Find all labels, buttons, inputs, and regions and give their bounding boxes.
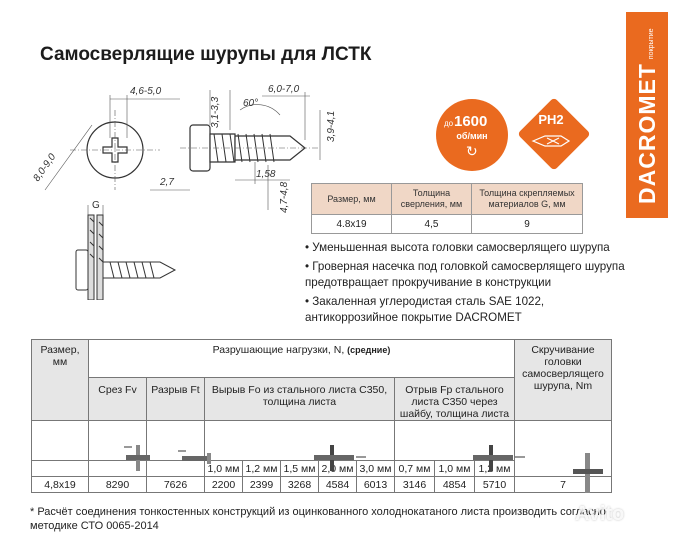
- pullout-diagram-icon: [204, 420, 395, 471]
- pullthrough-diagram-icon: [394, 420, 525, 471]
- pullout-thick: 1,5 мм: [280, 460, 319, 477]
- row-pullout: 2399: [242, 476, 281, 493]
- screw-drawing: 4,6-5,0 8,0-9,0 3,1-3,3 60° 6,0-7,0 3,9-…: [31, 84, 337, 300]
- header-shear: Срез Fv: [88, 377, 147, 421]
- dim-core: 4,7-4,8: [279, 181, 290, 213]
- spec-header-material: Толщина скрепляемых материалов G, мм: [471, 183, 583, 215]
- pullthrough-thick: 1,0 мм: [434, 460, 475, 477]
- pullout-thick: 3,0 мм: [356, 460, 395, 477]
- header-loads-text: Разрушающие нагрузки, N,: [212, 344, 348, 356]
- spec-cell-material: 9: [471, 214, 583, 234]
- pullout-thick: 1,2 мм: [242, 460, 281, 477]
- header-loads-note: (средние): [347, 345, 391, 355]
- dim-angle: 60°: [243, 98, 258, 109]
- label-g: G: [92, 200, 100, 211]
- rotation-icon: ↻: [466, 143, 478, 159]
- screwdriver-bit-icon: [531, 135, 571, 147]
- dim-head-h: 3,1-3,3: [210, 96, 221, 128]
- dim-thread: 3,9-4,1: [326, 111, 337, 142]
- spec-cell-size: 4.8x19: [311, 214, 392, 234]
- pullthrough-thick: 1,2 мм: [474, 460, 515, 477]
- speed-value: 1600: [454, 113, 488, 130]
- dim-pitch: 1,58: [256, 169, 276, 180]
- assembly-icon: [75, 214, 177, 300]
- dim-total: 6,0-7,0: [268, 84, 300, 95]
- footnote: * Расчёт соединения тонкостенных констру…: [30, 506, 606, 532]
- row-size: 4,8x19: [31, 476, 89, 493]
- bit-badge: PH2: [515, 99, 587, 171]
- row-pullout: 6013: [356, 476, 395, 493]
- spec-cell-drill: 4,5: [391, 214, 472, 234]
- speed-unit: об/мин: [456, 131, 488, 141]
- bit-label: PH2: [538, 112, 564, 127]
- dim-drill: 2,7: [159, 177, 174, 188]
- row-pullthrough: 5710: [474, 476, 515, 493]
- header-size: Размер, мм: [31, 339, 89, 421]
- row-shear: 8290: [88, 476, 147, 493]
- row-pullthrough: 4854: [434, 476, 475, 493]
- header-torque: Скручивание головки самосверлящего шуруп…: [514, 339, 612, 421]
- header-loads: Разрушающие нагрузки, N, (средние): [88, 339, 515, 378]
- feature-item: Уменьшенная высота головки самосверлящег…: [305, 240, 630, 256]
- dim-recess: 4,6-5,0: [130, 86, 162, 97]
- feature-list: Уменьшенная высота головки самосверлящег…: [305, 240, 630, 329]
- brand-name: DACROMET: [633, 63, 660, 204]
- header-pullthrough: Отрыв Fp стального листа С350 через шайб…: [394, 377, 515, 421]
- row-pullout: 2200: [204, 476, 243, 493]
- feature-item: Гроверная насечка под головкой самосверл…: [305, 259, 630, 291]
- page-title: Самосверлящие шурупы для ЛСТК: [40, 44, 372, 65]
- feature-item: Закаленная углеродистая сталь SAE 1022, …: [305, 294, 630, 326]
- watermark-logo: Avito: [575, 503, 625, 525]
- dim-head-dia: 8,0-9,0: [31, 152, 58, 184]
- speed-prefix: до: [444, 119, 454, 128]
- load-table: Размер, мм Разрушающие нагрузки, N, (сре…: [31, 339, 612, 493]
- torque-diagram-icon: [514, 420, 612, 493]
- speed-badge: до 1600 об/мин ↻: [436, 99, 508, 171]
- tensile-diagram-icon: [146, 420, 211, 464]
- spec-header-drill: Толщина сверления, мм: [391, 183, 472, 215]
- pullout-thick: 2,0 мм: [318, 460, 357, 477]
- row-pullout: 4584: [318, 476, 357, 493]
- row-tensile: 7626: [146, 476, 205, 493]
- pullout-thick: 1,0 мм: [204, 460, 243, 477]
- shear-diagram-icon: [88, 420, 150, 471]
- pullthrough-thick: 0,7 мм: [394, 460, 435, 477]
- brand-sub: покрытие: [647, 28, 655, 60]
- header-tensile: Разрыв Ft: [146, 377, 205, 421]
- row-pullout: 3268: [280, 476, 319, 493]
- row-pullthrough: 3146: [394, 476, 435, 493]
- brand-strip: DACROMET покрытие: [626, 12, 668, 218]
- header-pullout: Вырыв Fo из стального листа С350, толщин…: [204, 377, 395, 421]
- size-icon-cell: [31, 420, 89, 461]
- spec-header-size: Размер, мм: [311, 183, 392, 215]
- phillips-recess-icon: [102, 137, 128, 163]
- spec-table: Размер, мм Толщина сверления, мм Толщина…: [311, 183, 583, 234]
